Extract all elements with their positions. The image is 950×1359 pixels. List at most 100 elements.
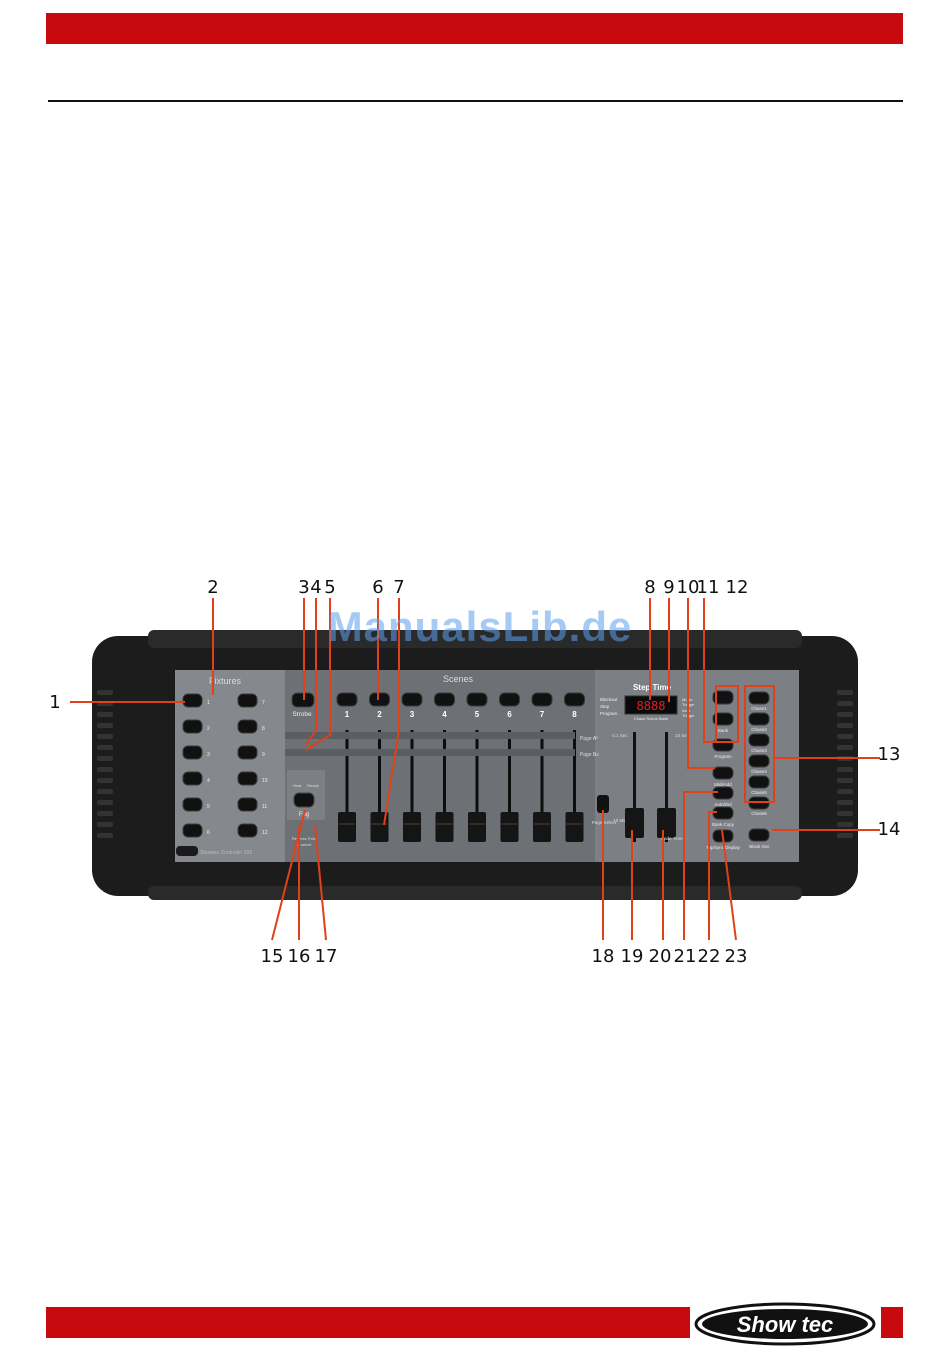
step-time-fader-knob[interactable]	[625, 808, 644, 838]
chase-button-label: Chase6	[751, 811, 767, 816]
page-numbers: 19210311412513614715816	[285, 732, 599, 757]
scene-button[interactable]	[531, 692, 553, 707]
scene-button[interactable]	[434, 692, 455, 707]
grille-slot	[837, 723, 853, 728]
grille-slot	[97, 745, 113, 750]
callout-number: 2	[207, 577, 219, 598]
scene-number: 1	[345, 710, 350, 719]
scene-button[interactable]	[564, 692, 585, 707]
header-rule	[48, 100, 903, 102]
fixture-button[interactable]	[237, 823, 258, 838]
fixture-button[interactable]	[237, 693, 258, 708]
chase-button[interactable]	[748, 691, 770, 705]
fixture-number: 7	[262, 700, 265, 706]
fixture-number: 8	[262, 726, 265, 732]
fixture-button[interactable]	[182, 745, 203, 760]
fog-heat-label: Heat	[293, 783, 302, 788]
fixture-button[interactable]	[237, 719, 258, 734]
fixture-button[interactable]	[237, 797, 258, 812]
page-select-button[interactable]	[597, 795, 609, 813]
scene-number: 8	[572, 710, 577, 719]
fixture-number: 12	[262, 830, 268, 836]
scene-button[interactable]	[499, 692, 520, 707]
fixture-button[interactable]	[237, 745, 258, 760]
callout-line	[383, 598, 400, 826]
chase-button[interactable]	[748, 775, 770, 789]
scene-number: 7	[540, 710, 545, 719]
scene-button[interactable]	[401, 692, 423, 707]
callout-number: 10	[676, 577, 700, 598]
fader-knob[interactable]	[468, 812, 486, 842]
scene-number: 6	[507, 710, 512, 719]
reverse-pole-label: Reverse Pole	[292, 836, 317, 841]
fog-button[interactable]	[293, 792, 315, 808]
fixture-button[interactable]	[182, 693, 203, 708]
bank-up-button[interactable]	[712, 690, 734, 705]
fixture-button[interactable]	[182, 797, 203, 812]
fader-knob[interactable]	[403, 812, 421, 842]
chase-button-label: Chase5	[751, 790, 767, 795]
footer-bar	[46, 1307, 690, 1338]
scene-faders	[338, 730, 584, 842]
callout-line	[715, 685, 739, 743]
callout-line	[703, 598, 715, 743]
callout-line	[305, 598, 317, 746]
callout-number: 20	[648, 946, 672, 967]
callout-number: 12	[725, 577, 749, 598]
callout-number: 9	[663, 577, 675, 598]
callout-number: 6	[372, 577, 384, 598]
fader-knob[interactable]	[435, 812, 454, 842]
fixture-number: 6	[207, 830, 210, 836]
scene-button[interactable]	[466, 692, 488, 707]
grille-slot	[97, 789, 113, 794]
display-label-step: Step	[600, 704, 610, 709]
function-button[interactable]	[712, 712, 734, 726]
grille-slot	[97, 767, 113, 772]
fade-time-fader-knob[interactable]	[657, 808, 676, 838]
function-button[interactable]	[748, 828, 770, 842]
fixture-button[interactable]	[237, 771, 258, 786]
callout-line	[314, 825, 327, 941]
callout-line	[721, 829, 737, 941]
callout-number: 22	[697, 946, 721, 967]
fixtures-label: Fixtures	[209, 676, 242, 686]
fader-knob[interactable]	[533, 812, 551, 842]
scene-button[interactable]	[336, 692, 358, 707]
display-bottom-label: Chase Scene Bank	[634, 716, 668, 721]
showtec-logo-text: Show tec	[737, 1312, 834, 1337]
fixture-button[interactable]	[182, 771, 203, 786]
fixture-button[interactable]	[182, 719, 203, 734]
callout-number: 13	[877, 744, 901, 765]
fader-knob[interactable]	[565, 812, 584, 842]
callout-line	[687, 598, 715, 769]
function-button[interactable]	[712, 766, 734, 780]
chase-button[interactable]	[748, 712, 770, 726]
grille-slot	[837, 767, 853, 772]
grille-slot	[837, 822, 853, 827]
chase-button[interactable]	[748, 733, 770, 747]
callout-number: 19	[620, 946, 644, 967]
grille-slot	[97, 778, 113, 783]
scenes-label: Scenes	[443, 674, 474, 684]
scene-button[interactable]	[369, 692, 390, 707]
fixture-number: 3	[207, 752, 210, 758]
display-label-auto: Auto	[682, 708, 691, 713]
fader-knob[interactable]	[338, 812, 356, 842]
function-button-label: Program	[714, 754, 732, 759]
grille-slot	[837, 701, 853, 706]
page-b-label: Page B	[580, 752, 597, 758]
callout-line	[744, 685, 775, 803]
fixture-button[interactable]	[182, 823, 203, 838]
callout-number: 4	[310, 577, 322, 598]
function-button-label: Midi/Add	[714, 782, 732, 787]
strobe-label: Strobe	[292, 711, 312, 718]
function-button-label: Auto/Del	[714, 802, 731, 807]
function-button-label: Bank	[718, 728, 729, 733]
chase-button[interactable]	[748, 754, 770, 768]
page-a-strip	[285, 732, 575, 739]
fade-time-label: Fade Time	[661, 836, 683, 841]
fader-knob[interactable]	[500, 812, 519, 842]
function-button-label: Black Out	[749, 844, 769, 849]
